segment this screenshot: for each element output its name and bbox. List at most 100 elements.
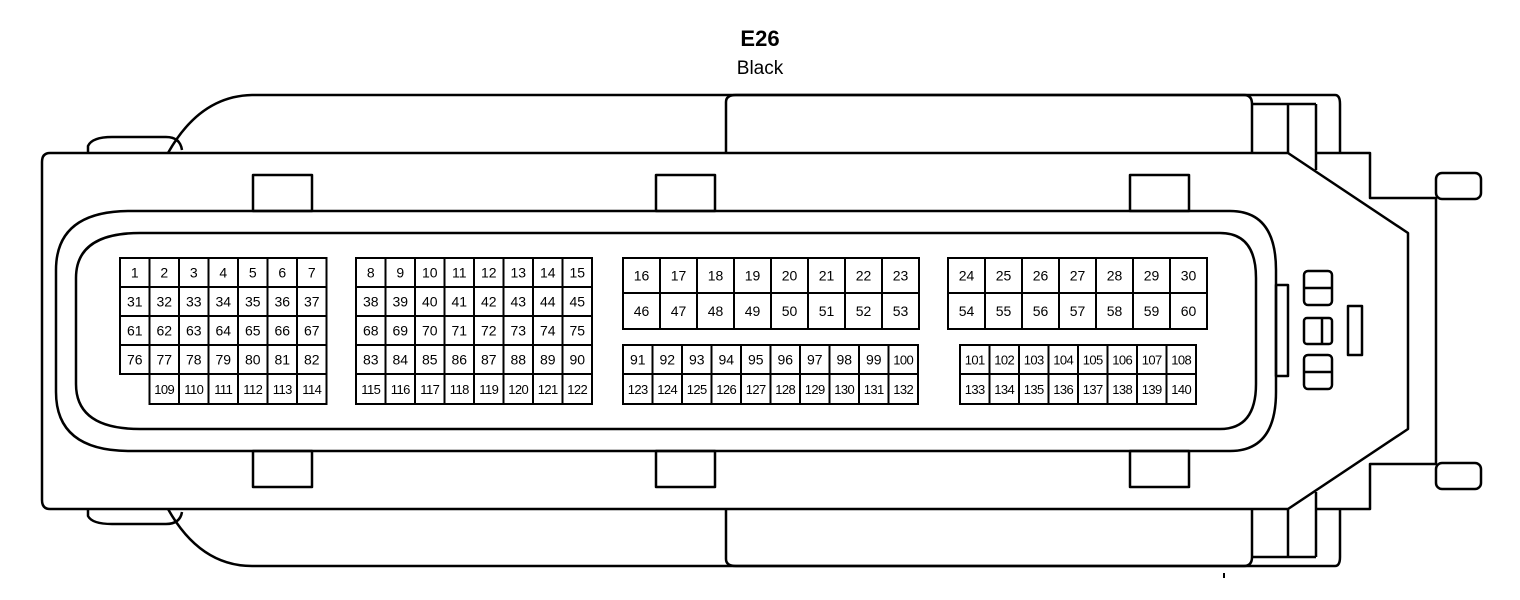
pin-number: 133 (965, 382, 985, 397)
pin-cell (266, 315, 298, 346)
pin-number: 131 (864, 382, 884, 397)
pin-number: 40 (422, 294, 438, 310)
pin-cell (502, 315, 534, 346)
pin-number: 126 (716, 382, 736, 397)
pin-16: 16 (622, 257, 661, 294)
pin-cell (266, 373, 298, 405)
pin-48: 48 (696, 292, 735, 330)
pin-71: 71 (443, 315, 475, 346)
pin-21: 21 (807, 257, 846, 294)
pin-130: 130 (828, 373, 860, 405)
pin-31: 31 (119, 286, 151, 317)
pin-number: 73 (510, 323, 526, 339)
pin-86: 86 (443, 344, 475, 375)
pin-79: 79 (207, 344, 239, 375)
pin-25: 25 (984, 257, 1023, 294)
pin-120: 120 (502, 373, 534, 405)
pin-number: 136 (1053, 382, 1073, 397)
pin-cell (473, 315, 505, 346)
pin-30: 30 (1169, 257, 1208, 294)
pin-91: 91 (622, 344, 654, 375)
pin-number: 53 (893, 303, 909, 319)
pin-cell (473, 344, 505, 375)
pin-140: 140 (1165, 373, 1197, 405)
pin-cell (1021, 257, 1060, 294)
pin-cell (799, 344, 831, 375)
pin-cell (681, 373, 713, 405)
pin-number: 67 (304, 323, 320, 339)
pin-19: 19 (733, 257, 772, 294)
pin-number: 32 (156, 294, 172, 310)
pin-cell (1132, 292, 1171, 330)
pin-58: 58 (1095, 292, 1134, 330)
pin-number: 48 (708, 303, 724, 319)
pin-24: 24 (947, 257, 986, 294)
right-tail (1316, 151, 1438, 511)
pin-number: 35 (245, 294, 261, 310)
pin-number: 42 (481, 294, 497, 310)
pin-number: 39 (392, 294, 408, 310)
pin-52: 52 (844, 292, 883, 330)
pin-cell (532, 286, 564, 317)
pin-number: 24 (959, 268, 975, 284)
pin-number: 61 (127, 323, 143, 339)
pin-103: 103 (1018, 344, 1050, 375)
pin-119: 119 (473, 373, 505, 405)
pin-cell (844, 292, 883, 330)
pin-number: 38 (363, 294, 379, 310)
lock-tab-top-middle (654, 173, 717, 213)
pin-number: 58 (1107, 303, 1123, 319)
pin-number: 92 (659, 352, 675, 368)
pin-number: 85 (422, 352, 438, 368)
pin-1: 1 (119, 257, 151, 288)
pin-cell (696, 292, 735, 330)
pin-cell (1077, 373, 1109, 405)
pin-81: 81 (266, 344, 298, 375)
pin-124: 124 (651, 373, 683, 405)
pin-number: 115 (361, 382, 380, 397)
pin-136: 136 (1047, 373, 1079, 405)
pin-74: 74 (532, 315, 564, 346)
pin-60: 60 (1169, 292, 1208, 330)
pin-number: 31 (127, 294, 143, 310)
pin-number: 47 (671, 303, 687, 319)
pin-number: 101 (965, 353, 985, 368)
pin-cell (659, 292, 698, 330)
pin-cell (355, 373, 387, 405)
pin-number: 107 (1142, 353, 1162, 368)
pin-cell (770, 292, 809, 330)
pin-cell (414, 344, 446, 375)
pin-number: 55 (996, 303, 1012, 319)
pin-105: 105 (1077, 344, 1109, 375)
connector-color-label: Black (736, 58, 784, 79)
cavity-outer (54, 209, 1278, 453)
pin-34: 34 (207, 286, 239, 317)
pin-75: 75 (561, 315, 593, 346)
pin-cell (1169, 257, 1208, 294)
pin-number: 1 (131, 265, 139, 281)
pin-number: 84 (392, 352, 408, 368)
pin-14: 14 (532, 257, 564, 288)
pin-39: 39 (384, 286, 416, 317)
pin-number: 122 (567, 382, 587, 397)
right-tab-top (1434, 171, 1483, 201)
pin-number: 71 (451, 323, 467, 339)
pin-number: 27 (1070, 268, 1086, 284)
pin-number: 46 (634, 303, 650, 319)
pin-cell (988, 373, 1020, 405)
pin-50: 50 (770, 292, 809, 330)
pin-110: 110 (178, 373, 210, 405)
pin-27: 27 (1058, 257, 1097, 294)
pin-cell (1169, 292, 1208, 330)
pin-number: 121 (538, 382, 558, 397)
pin-cell (984, 292, 1023, 330)
pin-number: 113 (273, 382, 292, 397)
pin-77: 77 (148, 344, 180, 375)
pin-12: 12 (473, 257, 505, 288)
pin-57: 57 (1058, 292, 1097, 330)
pin-number: 23 (893, 268, 909, 284)
lock-tab-bottom-middle (654, 449, 717, 489)
pin-number: 50 (782, 303, 798, 319)
pin-number: 116 (391, 382, 410, 397)
